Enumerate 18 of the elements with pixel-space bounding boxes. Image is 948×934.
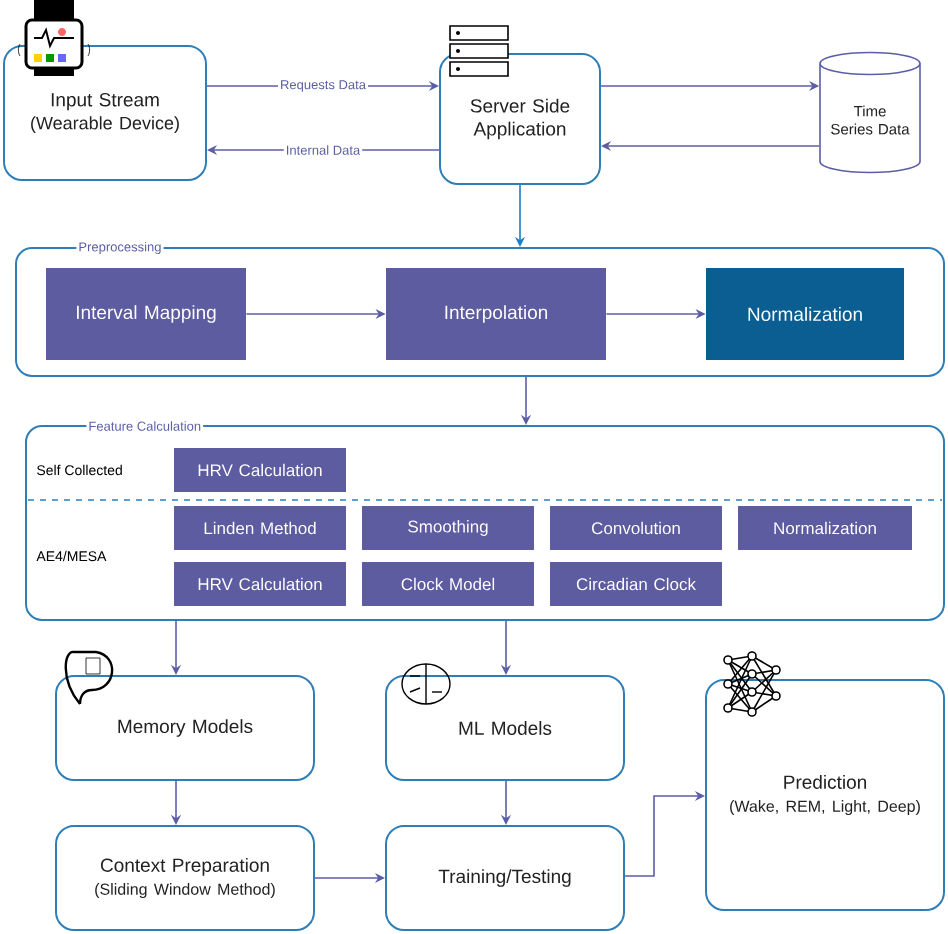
process-box: Input Stream (Wearable Device) [3, 45, 207, 181]
feature-box: HRV Calculation [174, 562, 346, 606]
feature-box: Clock Model [362, 562, 534, 606]
process-box: Interval Mapping [46, 268, 246, 360]
feature-box: Linden Method [174, 506, 346, 550]
feature-box: Normalization [738, 506, 912, 550]
process-box: ML Models [385, 675, 625, 781]
process-box: Training/Testing [385, 825, 625, 931]
process-box: Memory Models [55, 675, 315, 781]
process-box: Server Side Application [439, 53, 601, 185]
feature-box: Smoothing [362, 506, 534, 550]
feature-box: Circadian Clock [550, 562, 722, 606]
process-box: Prediction (Wake, REM, Light, Deep) [705, 679, 945, 911]
process-box: Context Preparation (Sliding Window Method) [55, 825, 315, 931]
process-box: Normalization [706, 268, 904, 360]
process-box: Interpolation [386, 268, 606, 360]
feature-box: HRV Calculation [174, 448, 346, 492]
feature-box: Convolution [550, 506, 722, 550]
